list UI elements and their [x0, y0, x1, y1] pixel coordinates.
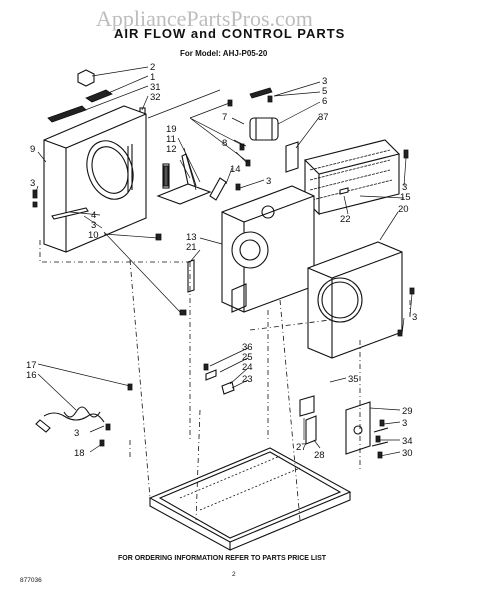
diagram-title: AIR FLOW and CONTROL PARTS: [114, 26, 345, 41]
callout-11: 11: [166, 134, 176, 145]
part-seal-31: [47, 105, 87, 123]
callout-3-e: 3: [402, 182, 407, 193]
callout-9: 9: [30, 144, 35, 155]
callout-10: 10: [88, 230, 99, 241]
part-switch-assembly: [299, 395, 389, 455]
callout-14: 14: [230, 164, 241, 175]
part-strip-10: [51, 207, 89, 220]
callout-24: 24: [242, 362, 253, 373]
callout-3-a: 3: [30, 178, 35, 189]
callout-19: 19: [166, 124, 177, 135]
callout-1: 1: [150, 72, 155, 83]
callout-3-f: 3: [412, 312, 417, 323]
part-knob-23: [221, 381, 235, 395]
callout-35: 35: [348, 374, 359, 385]
callout-labels: 2 1 31 32 9 3 4 3 10 19 11 12 13 21 14 3…: [26, 62, 417, 461]
callout-17: 17: [26, 360, 37, 371]
callout-22: 22: [340, 214, 351, 225]
part-rod-21: [187, 259, 195, 293]
part-housing-13: [221, 185, 315, 313]
callout-31: 31: [150, 82, 161, 93]
footer-note: FOR ORDERING INFORMATION REFER TO PARTS …: [118, 555, 327, 562]
callout-12: 12: [166, 144, 177, 155]
callout-36: 36: [242, 342, 253, 353]
callout-20: 20: [398, 204, 409, 215]
part-power-cord: [35, 406, 105, 433]
callout-2: 2: [150, 62, 155, 73]
callout-3-b: 3: [91, 220, 96, 231]
callout-32: 32: [150, 92, 161, 103]
callout-3-h: 3: [402, 418, 407, 429]
callout-30: 30: [402, 448, 413, 459]
callout-29: 29: [402, 406, 413, 417]
callout-3-d: 3: [322, 76, 327, 87]
watermark: AppliancePartsPros.com: [96, 6, 313, 31]
callout-18: 18: [74, 448, 85, 459]
part-capacitor-6: [249, 117, 279, 141]
part-clip-22: [339, 187, 349, 195]
parts-artwork: [35, 69, 403, 551]
callout-3-g: 3: [74, 428, 79, 439]
callout-5: 5: [322, 86, 327, 97]
callout-4: 4: [91, 210, 96, 221]
callout-25: 25: [242, 352, 253, 363]
part-bracket-14: [209, 177, 227, 201]
callout-13: 13: [186, 232, 197, 243]
callout-3-c: 3: [266, 176, 271, 187]
part-bracket-12: [156, 153, 212, 205]
part-knob-24: [205, 369, 217, 381]
callout-8: 8: [222, 138, 227, 149]
callout-23: 23: [242, 374, 253, 385]
callout-16: 16: [26, 370, 37, 381]
part-rear-panel-20: [307, 241, 403, 359]
page-number: 2: [232, 571, 236, 578]
model-line: For Model: AHJ-P05-20: [180, 49, 268, 58]
part-clip-37: [285, 141, 299, 173]
callout-34: 34: [402, 436, 413, 447]
part-coil: [303, 139, 401, 216]
part-bar-5: [249, 87, 273, 99]
callout-28: 28: [314, 450, 325, 461]
callout-6: 6: [322, 96, 327, 107]
callout-21: 21: [186, 242, 197, 253]
part-block-2: [77, 69, 95, 87]
part-base-pan: [148, 447, 352, 551]
leader-lines: [35, 66, 413, 457]
callout-15: 15: [400, 192, 411, 203]
part-bar-1: [85, 89, 113, 103]
callout-7: 7: [222, 112, 227, 123]
callout-27: 27: [296, 442, 307, 453]
assembly-lines: [39, 240, 411, 521]
doc-code: 877036: [20, 577, 42, 584]
callout-37: 37: [318, 112, 329, 123]
